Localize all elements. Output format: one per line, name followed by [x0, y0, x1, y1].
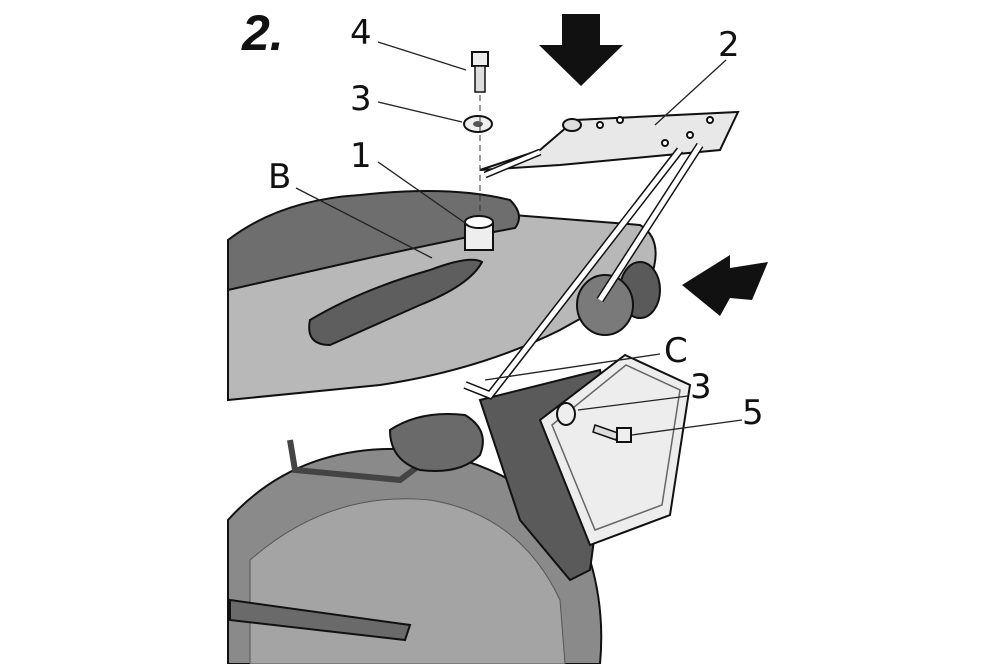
seat-recess	[308, 258, 484, 347]
label-washer-side: 3	[690, 367, 712, 407]
label-seat-point: B	[268, 157, 291, 197]
label-bolt-top: 4	[350, 13, 372, 53]
label-spacer: 1	[350, 136, 372, 176]
rack	[463, 110, 740, 400]
label-bolt-side: 5	[742, 393, 764, 433]
seat	[227, 190, 520, 292]
arrow-left-icon	[682, 255, 768, 316]
leader-lines	[295, 41, 743, 436]
bolt-top	[471, 51, 489, 93]
step-number: 2.	[241, 5, 284, 61]
bolt-side	[592, 424, 632, 443]
license-plate	[538, 353, 692, 547]
turn-signal	[388, 413, 484, 472]
washer-side	[556, 402, 576, 426]
label-mount-point: C	[664, 331, 688, 371]
tail-body	[227, 190, 657, 402]
tail-light-left	[576, 274, 634, 336]
label-rack: 2	[718, 25, 740, 65]
washer-hole	[473, 121, 483, 127]
rear-tire	[227, 447, 603, 664]
rear-fender	[478, 353, 692, 582]
arrow-down-icon	[539, 14, 623, 86]
spacer	[464, 215, 494, 251]
label-washer-top: 3	[350, 79, 372, 119]
